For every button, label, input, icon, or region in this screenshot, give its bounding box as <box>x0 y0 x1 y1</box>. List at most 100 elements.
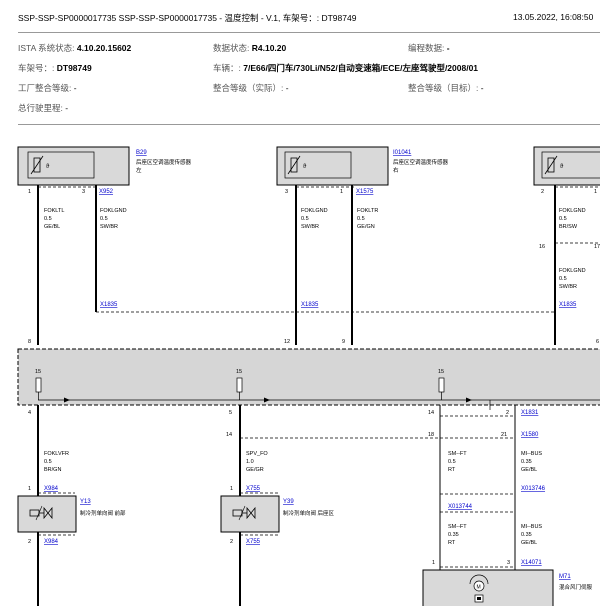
svg-text:M: M <box>477 585 481 591</box>
sensor-mid-pin-a: 3 <box>285 189 288 195</box>
connector-x1575[interactable]: X1575 <box>356 189 374 195</box>
module-pin-14: 14 <box>428 410 434 416</box>
info-rule <box>18 124 600 125</box>
connector-x1831[interactable]: X1831 <box>521 410 539 416</box>
connector-x984-bottom[interactable]: X984 <box>44 539 59 545</box>
connector-x14071[interactable]: X14071 <box>521 560 542 566</box>
splice-pin-17: 17 <box>594 244 600 250</box>
svg-text:0.5: 0.5 <box>559 276 567 282</box>
thermistor-icon: ϑ <box>30 155 50 175</box>
programming-data: 编程数据: - <box>408 43 450 53</box>
sensor-right-pin-b: 1 <box>594 189 597 195</box>
svg-text:0.35: 0.35 <box>521 532 532 538</box>
svg-text:0.35: 0.35 <box>521 459 532 465</box>
svg-text:FOKLGND: FOKLGND <box>301 208 328 214</box>
svg-text:SM--FT: SM--FT <box>448 451 467 457</box>
valve-mid-name: 制冷剂单向阀 后座区 <box>283 509 335 517</box>
svg-text:0.5: 0.5 <box>448 459 456 465</box>
module-pin-12: 12 <box>284 339 290 345</box>
data-status: 数据状态: R4.10.20 <box>213 43 287 53</box>
motor-m71[interactable]: M <box>422 569 554 606</box>
wire-label: SPV_FO 1.0 GE/GR <box>246 451 268 473</box>
integration-level-actual: 整合等级（实际）: - <box>213 83 289 93</box>
valve-mid[interactable] <box>220 495 280 533</box>
svg-text:FOKLTR: FOKLTR <box>357 208 378 214</box>
svg-text:0.5: 0.5 <box>357 216 365 222</box>
vehicle: 车辆：: 7/E66/四门车/730Li/N52/自动变速箱/ECE/左座驾驶型… <box>213 63 479 73</box>
motor-id[interactable]: M71 <box>559 574 571 580</box>
sensor-left-id[interactable]: B29 <box>136 150 147 156</box>
svg-text:RT: RT <box>448 467 456 473</box>
svg-text:GE/BL: GE/BL <box>521 540 537 546</box>
valve-mid-pin-bottom: 2 <box>230 539 233 545</box>
connector-x755-top[interactable]: X755 <box>246 486 261 492</box>
wire-label: SM--FT 0.5 RT <box>448 451 467 473</box>
connector-x1835-a[interactable]: X1835 <box>100 302 118 308</box>
module-pin-4: 4 <box>28 410 31 416</box>
valve-left[interactable] <box>17 495 77 533</box>
svg-text:15: 15 <box>35 369 41 375</box>
svg-text:SW/BR: SW/BR <box>559 284 577 290</box>
wire-label: FOKLGND 0.5 SW/BR <box>301 208 328 230</box>
solenoid-valve-icon <box>29 505 53 521</box>
sensor-mid-id[interactable]: I01041 <box>393 150 412 156</box>
svg-text:ϑ: ϑ <box>560 164 564 170</box>
svg-text:0.5: 0.5 <box>44 216 52 222</box>
connector-x013744[interactable]: X013744 <box>448 504 473 510</box>
svg-text:FOKLGND: FOKLGND <box>559 268 586 274</box>
svg-text:SM--FT: SM--FT <box>448 524 467 530</box>
wire-label: FOKLTL 0.5 GE/BL <box>44 208 64 230</box>
svg-text:GE/GN: GE/GN <box>357 224 375 230</box>
connector-x013746[interactable]: X013746 <box>521 486 546 492</box>
splice-pin-16: 16 <box>539 244 545 250</box>
thermistor-icon: ϑ <box>544 155 564 175</box>
svg-text:MI--BUS: MI--BUS <box>521 524 542 530</box>
svg-text:0.5: 0.5 <box>301 216 309 222</box>
module-pin-9: 9 <box>342 339 345 345</box>
fuse-3: 15 <box>438 369 445 400</box>
connector-x1835-b[interactable]: X1835 <box>301 302 319 308</box>
sensor-mid-pin-b: 1 <box>340 189 343 195</box>
connector-x1580[interactable]: X1580 <box>521 432 539 438</box>
connector-x1835-c[interactable]: X1835 <box>559 302 577 308</box>
svg-text:15: 15 <box>438 369 444 375</box>
solenoid-valve-icon <box>232 505 256 521</box>
wire-label: MI--BUS 0.35 GE/BL <box>521 524 542 546</box>
svg-text:SPV_FO: SPV_FO <box>246 451 268 457</box>
svg-text:GE/BL: GE/BL <box>521 467 537 473</box>
motor-pin-1: 1 <box>432 560 435 566</box>
svg-text:FOKLTL: FOKLTL <box>44 208 64 214</box>
print-date: 13.05.2022, 16:08:50 <box>513 12 594 22</box>
sensor-left-pin-a: 1 <box>28 189 31 195</box>
factory-integration-level: 工厂整合等级: - <box>18 83 77 93</box>
connector-x984-top[interactable]: X984 <box>44 486 59 492</box>
sensor-right-pin-a: 2 <box>541 189 544 195</box>
integration-level-target: 整合等级（目标）: - <box>408 83 484 93</box>
svg-text:0.5: 0.5 <box>559 216 567 222</box>
svg-text:BR/SW: BR/SW <box>559 224 578 230</box>
document-title: SSP-SSP-SP0000017735 SSP-SSP-SP000001773… <box>18 13 357 23</box>
connector-x755-bottom[interactable]: X755 <box>246 539 261 545</box>
sensor-left[interactable]: ϑ <box>17 146 130 186</box>
connector-x952[interactable]: X952 <box>99 189 114 195</box>
svg-text:0.35: 0.35 <box>448 532 459 538</box>
sensor-right[interactable]: ϑ <box>533 146 600 186</box>
module-pin-2: 2 <box>506 410 509 416</box>
valve-left-id[interactable]: Y13 <box>80 499 91 505</box>
thermistor-icon: ϑ <box>287 155 307 175</box>
module-pin-8: 8 <box>28 339 31 345</box>
sensor-left-name-1: 后座区空调温度传感器 <box>136 158 192 166</box>
wire-label: FOKLTR 0.5 GE/GN <box>357 208 378 230</box>
svg-text:SW/BR: SW/BR <box>100 224 118 230</box>
ista-status: ISTA 系统状态: 4.10.20.15602 <box>18 43 132 53</box>
svg-text:1.0: 1.0 <box>246 459 254 465</box>
sensor-left-pin-b: 3 <box>82 189 85 195</box>
sensor-mid[interactable]: ϑ <box>276 146 389 186</box>
wire-label: FOKLGND 0.5 BR/SW <box>559 208 586 230</box>
control-module[interactable] <box>17 348 600 406</box>
module-pin-5: 5 <box>229 410 232 416</box>
svg-text:15: 15 <box>236 369 242 375</box>
valve-left-pin-bottom: 2 <box>28 539 31 545</box>
valve-mid-id[interactable]: Y39 <box>283 499 294 505</box>
